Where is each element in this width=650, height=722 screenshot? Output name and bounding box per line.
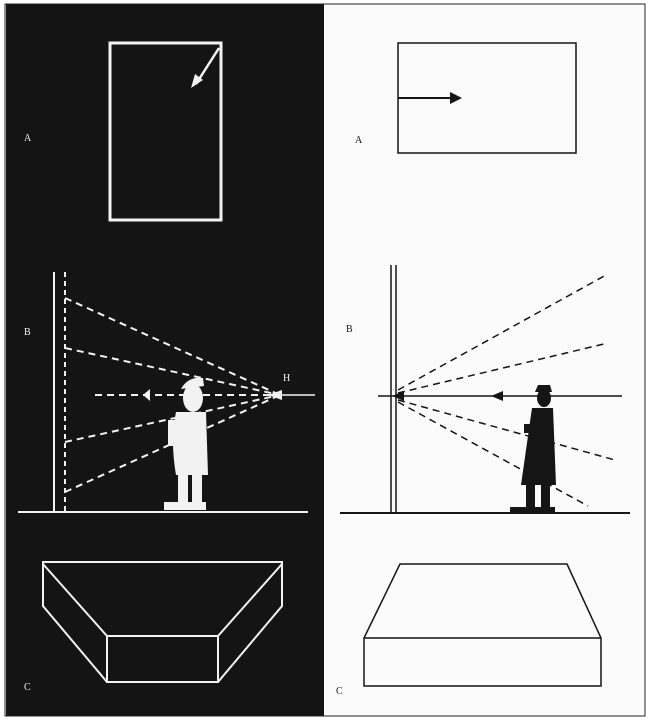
left-section-c — [42, 561, 283, 683]
right-person-leg — [526, 483, 535, 509]
left-c-front-face — [106, 635, 219, 683]
left-person-feet — [164, 502, 206, 510]
right-person-arm — [524, 424, 540, 433]
left-arrow-marker — [143, 389, 150, 401]
left-person-leg — [178, 473, 188, 507]
left-projection-line — [64, 394, 281, 493]
left-panel-background — [6, 4, 324, 716]
left-person-silhouette — [164, 377, 208, 510]
right-person-leg — [541, 483, 550, 509]
right-label-c: C — [336, 686, 343, 697]
left-section-b — [18, 272, 315, 513]
left-person-hat — [181, 377, 204, 389]
right-section-a — [397, 42, 577, 154]
left-projection-line — [64, 347, 281, 396]
right-label-a: A — [355, 135, 363, 146]
left-label-a: A — [24, 133, 32, 144]
left-label-c: C — [24, 682, 31, 693]
right-projection-line — [397, 399, 616, 461]
right-panel: A B C — [324, 4, 644, 716]
left-section-a — [108, 41, 223, 222]
left-person-head — [183, 384, 203, 412]
right-arrow-marker — [392, 391, 404, 401]
figure-frame — [4, 3, 646, 717]
right-section-b — [340, 265, 630, 514]
right-person-head — [537, 389, 551, 407]
left-eye-arrow — [268, 390, 282, 400]
right-label-b: B — [346, 324, 353, 335]
left-person-leg — [192, 473, 202, 507]
right-section-c — [363, 563, 602, 687]
right-arrow-marker — [491, 391, 503, 401]
right-projection-line — [397, 401, 589, 507]
left-person-arm — [168, 420, 180, 446]
right-a-arrow-head — [450, 92, 462, 104]
left-projection-line — [64, 297, 281, 396]
left-panel: A H B — [6, 4, 324, 716]
left-c-edge — [42, 563, 108, 637]
right-projection-line — [397, 274, 607, 391]
right-person-hat — [535, 385, 552, 392]
left-a-rectangle — [108, 41, 223, 222]
right-panel-background — [324, 4, 644, 716]
right-person-silhouette — [510, 385, 556, 513]
left-person-body — [173, 412, 208, 475]
left-eye-marker: H — [283, 373, 290, 384]
left-projection-line — [64, 394, 281, 443]
left-a-arrow-head — [191, 74, 203, 88]
left-label-b: B — [24, 327, 31, 338]
left-c-edge — [217, 563, 283, 637]
right-person-feet — [510, 507, 555, 513]
